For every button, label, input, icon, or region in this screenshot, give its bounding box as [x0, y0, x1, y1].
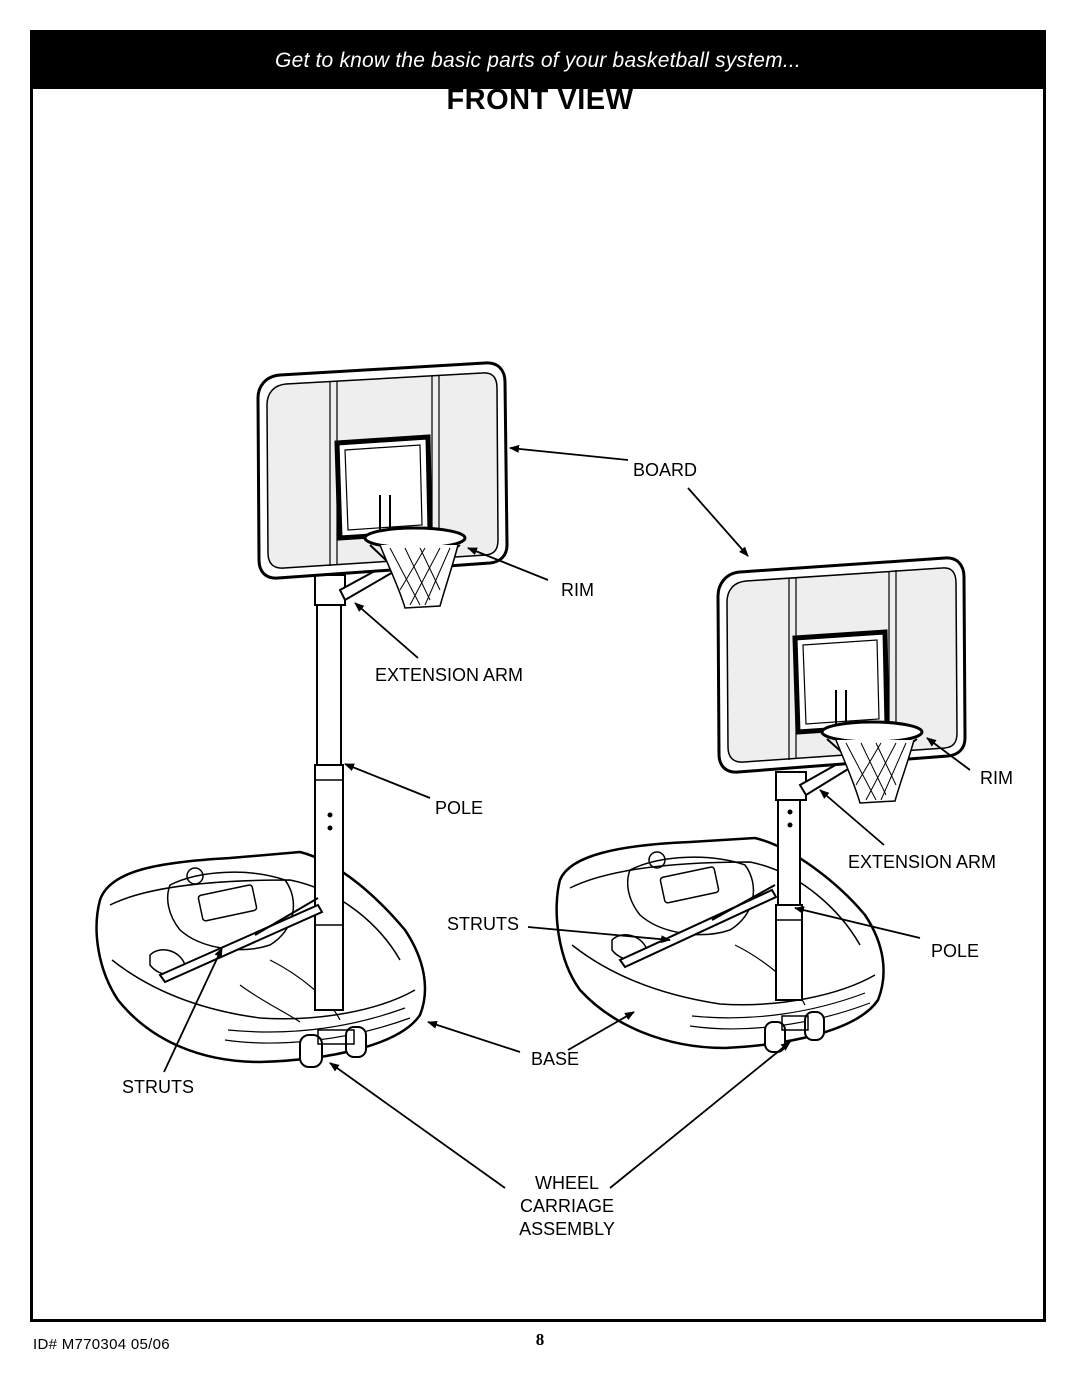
- extension-arm-label-left: EXTENSION ARM: [375, 665, 524, 685]
- struts-label-center: STRUTS: [447, 914, 519, 934]
- extension-arm-arrow-left: [354, 602, 419, 659]
- wheel-label-line2: CARRIAGE: [519, 1196, 615, 1216]
- rim-arrow-left: [467, 547, 549, 581]
- right-base: [555, 836, 885, 1053]
- document-id: ID# M770304 05/06: [33, 1336, 170, 1353]
- right-rim: [820, 720, 924, 804]
- page-number: 8: [535, 1330, 545, 1349]
- page-frame: Get to know the basic parts of your bask…: [30, 30, 1046, 1322]
- callout-arrows: [163, 444, 971, 1189]
- board-label: BOARD: [633, 460, 698, 480]
- struts-arrow-left: [163, 947, 223, 1073]
- left-backboard: [256, 361, 509, 580]
- right-pole: [775, 789, 803, 1001]
- base-arrow-right: [567, 1011, 635, 1051]
- extension-arm-label-right: EXTENSION ARM: [848, 852, 997, 872]
- right-struts: [618, 884, 778, 969]
- left-base: [95, 850, 427, 1068]
- wheel-arrow-left: [329, 1062, 506, 1189]
- rim-label-left: RIM: [561, 580, 594, 600]
- base-label: BASE: [531, 1049, 580, 1069]
- pole-arrow-right: [794, 906, 921, 939]
- rim-label-right: RIM: [980, 768, 1013, 788]
- right-backboard: [716, 556, 967, 774]
- left-rim: [363, 526, 467, 609]
- right-basketball-system: [555, 556, 967, 1053]
- board-arrow-left: [509, 444, 629, 461]
- rim-arrow-right: [926, 737, 971, 771]
- wheel-carriage-assembly-label: WHEEL CARRIAGE ASSEMBLY: [507, 1172, 627, 1241]
- wheel-label-line3: ASSEMBLY: [519, 1219, 615, 1239]
- pole-label-left: POLE: [435, 798, 484, 818]
- pole-label-right: POLE: [931, 941, 980, 961]
- page-title: FRONT VIEW: [446, 84, 634, 116]
- left-struts: [158, 897, 324, 984]
- struts-label-left: STRUTS: [122, 1077, 194, 1097]
- pole-arrow-left: [344, 763, 431, 799]
- wheel-arrow-right: [609, 1041, 791, 1189]
- extension-arm-arrow-right: [819, 789, 885, 846]
- struts-arrow-center: [527, 926, 671, 944]
- header-banner: Get to know the basic parts of your bask…: [33, 33, 1043, 89]
- base-arrow-left: [427, 1020, 521, 1053]
- left-basketball-system: [95, 361, 509, 1068]
- board-arrow-right: [687, 487, 749, 557]
- left-pole: [314, 599, 344, 1011]
- wheel-label-line1: WHEEL: [534, 1173, 599, 1193]
